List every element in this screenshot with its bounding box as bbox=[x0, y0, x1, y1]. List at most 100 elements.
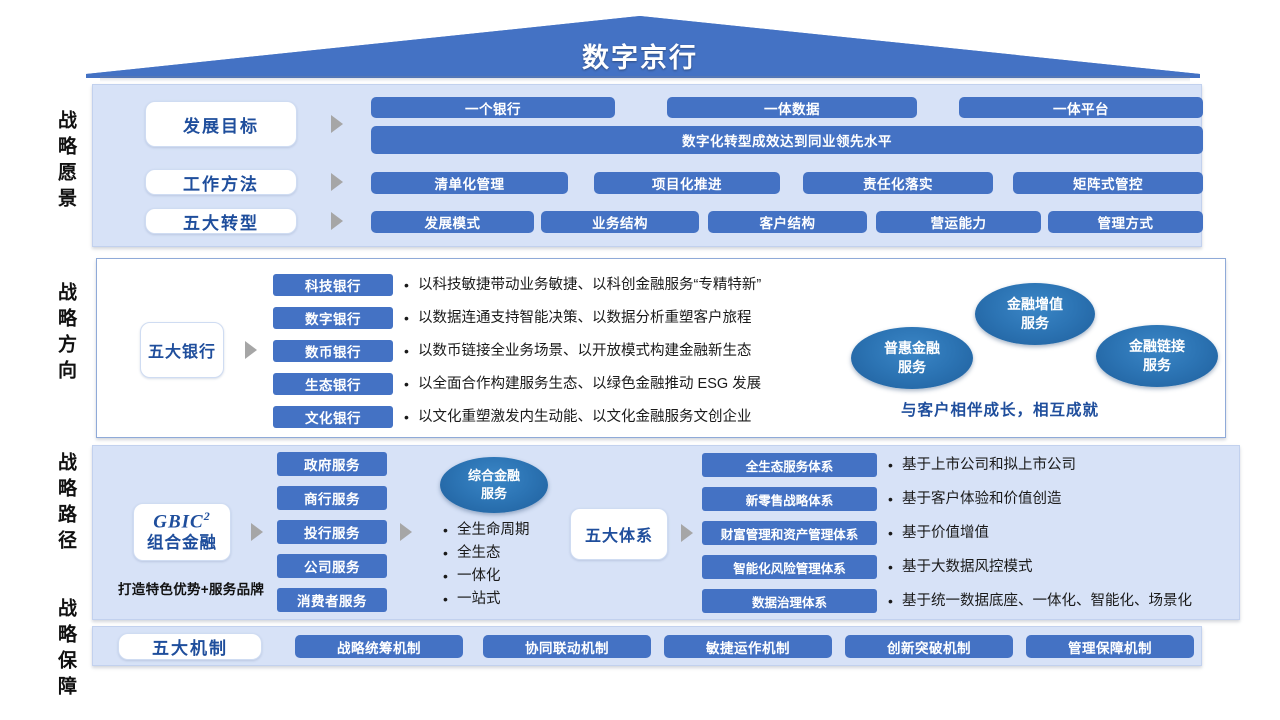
path-system-chip-5[interactable]: 数据治理体系 bbox=[702, 589, 877, 613]
bullet-dot-icon: • bbox=[404, 343, 409, 359]
path-services-arrow-icon bbox=[400, 523, 412, 541]
path-gbic-arrow-icon bbox=[251, 523, 263, 541]
path-service-chip-3[interactable]: 投行服务 bbox=[277, 520, 387, 544]
bullet-dot-icon: • bbox=[888, 559, 893, 575]
path-system-desc-5: 基于统一数据底座、一体化、智能化、场景化 bbox=[902, 593, 1192, 609]
path-system-chip-2[interactable]: 新零售战略体系 bbox=[702, 487, 877, 511]
vision-transform-chip-3[interactable]: 客户结构 bbox=[708, 211, 867, 233]
list-item: • 以数据连通支持智能决策、以数据分析重塑客户旅程 bbox=[404, 311, 761, 344]
vision-goal-chip-3[interactable]: 一体平台 bbox=[959, 97, 1203, 118]
bullet-dot-icon: • bbox=[404, 277, 409, 293]
vision-transform-chip-2[interactable]: 业务结构 bbox=[541, 211, 699, 233]
ellipse-line-2: 服务 bbox=[898, 359, 926, 375]
direction-ellipse-inclusive[interactable]: 普惠金融 服务 bbox=[851, 327, 973, 389]
path-system-chip-1[interactable]: 全生态服务体系 bbox=[702, 453, 877, 477]
direction-bank-chip-3[interactable]: 数币银行 bbox=[273, 340, 393, 362]
support-mechanism-chip-2[interactable]: 协同联动机制 bbox=[483, 635, 651, 658]
vision-method-chip-4[interactable]: 矩阵式管控 bbox=[1013, 172, 1203, 194]
rail-label-vision: 战略愿景 bbox=[55, 110, 76, 214]
rail-label-support: 战略保障 bbox=[55, 598, 76, 702]
support-mechanism-chip-5[interactable]: 管理保障机制 bbox=[1026, 635, 1194, 658]
list-item: • 以科技敏捷带动业务敏捷、以科创金融服务“专精特新” bbox=[404, 278, 761, 311]
list-item: • 基于统一数据底座、一体化、智能化、场景化 bbox=[888, 594, 1192, 628]
bullet-dot-icon: • bbox=[404, 376, 409, 392]
vision-goal-arrow-icon bbox=[331, 115, 343, 133]
vision-method-chip-1[interactable]: 清单化管理 bbox=[371, 172, 568, 194]
vision-method-anchor[interactable]: 工作方法 bbox=[145, 169, 297, 195]
bullet-dot-icon: • bbox=[888, 525, 893, 541]
vision-goal-chip-2[interactable]: 一体数据 bbox=[667, 97, 917, 118]
direction-banks-anchor[interactable]: 五大银行 bbox=[140, 322, 224, 378]
rail-label-direction: 战略方向 bbox=[55, 282, 76, 386]
direction-ellipse-valueadd[interactable]: 金融增值 服务 bbox=[975, 283, 1095, 345]
direction-bank-chip-1[interactable]: 科技银行 bbox=[273, 274, 393, 296]
path-system-desc-4: 基于大数据风控模式 bbox=[902, 559, 1033, 575]
vision-method-chip-2[interactable]: 项目化推进 bbox=[594, 172, 780, 194]
vision-transform-anchor[interactable]: 五大转型 bbox=[145, 208, 297, 234]
path-gbic-anchor[interactable]: GBIC2 组合金融 bbox=[133, 503, 231, 561]
vision-transform-chip-5[interactable]: 管理方式 bbox=[1048, 211, 1203, 233]
direction-bank-desc-3: 以数币链接全业务场景、以开放模式构建金融新生态 bbox=[418, 343, 752, 359]
direction-banks-arrow-icon bbox=[245, 341, 257, 359]
bullet-dot-icon: • bbox=[443, 545, 448, 561]
list-item: • 以文化重塑激发内生动能、以文化金融服务文创企业 bbox=[404, 410, 761, 443]
path-combo-ellipse[interactable]: 综合金融 服务 bbox=[440, 457, 548, 513]
direction-bank-desc-2: 以数据连通支持智能决策、以数据分析重塑客户旅程 bbox=[418, 310, 752, 326]
vision-goal-anchor[interactable]: 发展目标 bbox=[145, 101, 297, 147]
direction-bank-chip-4[interactable]: 生态银行 bbox=[273, 373, 393, 395]
path-combo-bullet-1: 全生命周期 bbox=[457, 522, 530, 538]
path-service-chip-4[interactable]: 公司服务 bbox=[277, 554, 387, 578]
direction-tagline: 与客户相伴成长，相互成就 bbox=[901, 402, 1100, 419]
support-mechanism-chip-1[interactable]: 战略统筹机制 bbox=[295, 635, 463, 658]
list-item: • 全生命周期 bbox=[443, 523, 530, 546]
banner-shadow bbox=[100, 76, 1190, 82]
path-system-chip-4[interactable]: 智能化风险管理体系 bbox=[702, 555, 877, 579]
direction-bank-chip-5[interactable]: 文化银行 bbox=[273, 406, 393, 428]
bullet-dot-icon: • bbox=[443, 591, 448, 607]
list-item: • 一体化 bbox=[443, 569, 530, 592]
path-service-chip-1[interactable]: 政府服务 bbox=[277, 452, 387, 476]
direction-ellipse-link[interactable]: 金融链接 服务 bbox=[1096, 325, 1218, 387]
path-systems-anchor[interactable]: 五大体系 bbox=[570, 508, 668, 560]
path-service-chip-2[interactable]: 商行服务 bbox=[277, 486, 387, 510]
page-title: 数字京行 bbox=[582, 43, 698, 73]
list-item: • 一站式 bbox=[443, 592, 530, 615]
vision-goal-chip-1[interactable]: 一个银行 bbox=[371, 97, 615, 118]
ellipse-line-1: 金融链接 bbox=[1129, 338, 1185, 355]
vision-transform-chip-1[interactable]: 发展模式 bbox=[371, 211, 534, 233]
vision-method-arrow-icon bbox=[331, 173, 343, 191]
bullet-dot-icon: • bbox=[888, 457, 893, 473]
bullet-dot-icon: • bbox=[888, 491, 893, 507]
support-mechanism-chip-4[interactable]: 创新突破机制 bbox=[845, 635, 1013, 658]
header-banner: 数字京行 bbox=[0, 0, 1280, 82]
banner-chevron-shape bbox=[86, 16, 1200, 78]
direction-bank-desc-list: • 以科技敏捷带动业务敏捷、以科创金融服务“专精特新” • 以数据连通支持智能决… bbox=[404, 278, 761, 443]
list-item: • 基于大数据风控模式 bbox=[888, 560, 1192, 594]
path-system-desc-2: 基于客户体验和价值创造 bbox=[902, 491, 1062, 507]
path-gbic-acronym: GBIC2 bbox=[153, 509, 211, 533]
vision-transform-chip-4[interactable]: 营运能力 bbox=[876, 211, 1041, 233]
path-system-desc-3: 基于价值增值 bbox=[902, 525, 989, 541]
path-service-chip-5[interactable]: 消费者服务 bbox=[277, 588, 387, 612]
path-combo-bullet-2: 全生态 bbox=[457, 545, 501, 561]
direction-bank-desc-4: 以全面合作构建服务生态、以绿色金融推动 ESG 发展 bbox=[418, 376, 762, 392]
direction-bank-chip-2[interactable]: 数字银行 bbox=[273, 307, 393, 329]
vision-goal-wide-chip[interactable]: 数字化转型成效达到同业领先水平 bbox=[371, 126, 1203, 154]
bullet-dot-icon: • bbox=[404, 409, 409, 425]
ellipse-line-2: 服务 bbox=[480, 486, 507, 501]
path-combo-bullet-3: 一体化 bbox=[457, 568, 501, 584]
bullet-dot-icon: • bbox=[443, 522, 448, 538]
path-systems-arrow-icon bbox=[681, 524, 693, 542]
list-item: • 以全面合作构建服务生态、以绿色金融推动 ESG 发展 bbox=[404, 377, 761, 410]
ellipse-line-2: 服务 bbox=[1021, 315, 1049, 331]
rail-label-path: 战略路径 bbox=[55, 452, 76, 556]
support-anchor[interactable]: 五大机制 bbox=[118, 633, 262, 660]
list-item: • 基于上市公司和拟上市公司 bbox=[888, 458, 1192, 492]
support-mechanism-chip-3[interactable]: 敏捷运作机制 bbox=[664, 635, 832, 658]
path-system-chip-3[interactable]: 财富管理和资产管理体系 bbox=[702, 521, 877, 545]
direction-bank-desc-1: 以科技敏捷带动业务敏捷、以科创金融服务“专精特新” bbox=[418, 277, 762, 293]
ellipse-line-2: 服务 bbox=[1143, 357, 1171, 373]
vision-method-chip-3[interactable]: 责任化落实 bbox=[803, 172, 993, 194]
bullet-dot-icon: • bbox=[404, 310, 409, 326]
